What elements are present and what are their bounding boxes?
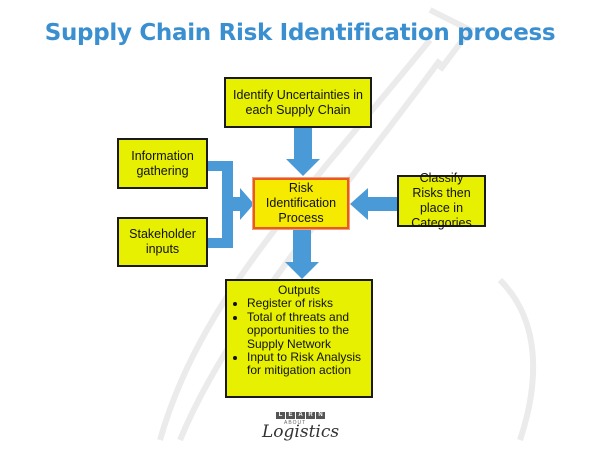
node-classify-label: Classify Risks then place in Categories: [411, 171, 472, 230]
outputs-item: Register of risks: [247, 296, 367, 310]
node-stakeholder-inputs: Stakeholder inputs: [117, 217, 208, 267]
logo-letter: L: [276, 412, 285, 419]
arrow-identify-to-process: [286, 127, 320, 176]
outputs-item: Input to Risk Analysis for mitigation ac…: [247, 350, 367, 378]
node-identify-uncertainties: Identify Uncertainties in each Supply Ch…: [224, 77, 372, 128]
logo-letter: R: [306, 412, 315, 419]
arrow-classify-to-process: [350, 188, 397, 220]
node-identify-label: Identify Uncertainties in each Supply Ch…: [233, 87, 363, 117]
connector-arrows: [208, 127, 397, 279]
node-classify-risks: Classify Risks then place in Categories: [397, 171, 486, 230]
background-swoosh: [157, 7, 537, 442]
diagram-title: Supply Chain Risk Identification process: [44, 20, 556, 46]
logo-letter-tiles: L E A R N: [276, 412, 325, 419]
logo-middle-text: ABOUT: [284, 420, 307, 426]
arrow-inputs-to-process: [208, 161, 254, 248]
outputs-item: Total of threats and opportunities to th…: [247, 310, 367, 351]
node-information-gathering: Information gathering: [117, 138, 208, 189]
learn-about-logistics-logo: L E A R N ABOUT Logistics: [262, 412, 342, 446]
outputs-list: Register of risks Total of threats and o…: [231, 296, 367, 378]
logo-script-text: Logistics: [262, 422, 340, 442]
node-stakeholder-label: Stakeholder inputs: [129, 227, 196, 256]
node-process-label: Risk Identification Process: [265, 181, 337, 225]
node-info-label: Information gathering: [131, 148, 194, 178]
logo-letter: E: [286, 412, 295, 419]
node-outputs: Outputs Register of risks Total of threa…: [225, 279, 373, 398]
arrow-process-to-outputs: [285, 228, 319, 279]
logo-letter: A: [296, 412, 305, 419]
logo-letter: N: [316, 412, 325, 419]
outputs-heading: Outputs: [277, 283, 321, 297]
node-risk-identification-process: Risk Identification Process: [253, 178, 349, 229]
